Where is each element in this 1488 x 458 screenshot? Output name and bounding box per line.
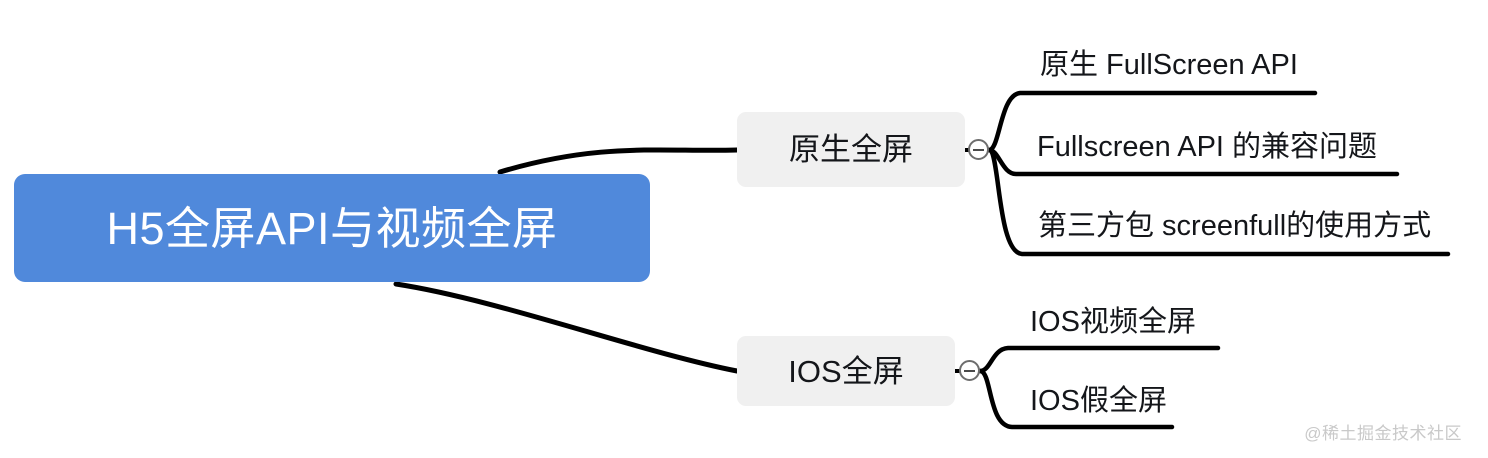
root-node[interactable]: H5全屏API与视频全屏 xyxy=(14,174,650,282)
connector-root-to-ios xyxy=(393,281,740,374)
root-node-label: H5全屏API与视频全屏 xyxy=(106,202,558,254)
connector-root-to-native xyxy=(497,147,740,175)
leaf-node-native-screenfull[interactable]: 第三方包 screenfull的使用方式 xyxy=(1038,210,1432,242)
leaf-node-native-compat[interactable]: Fullscreen API 的兼容问题 xyxy=(1037,131,1378,163)
watermark: @稀土掘金技术社区 xyxy=(1304,424,1462,443)
branch-node-native[interactable]: 原生全屏 xyxy=(737,112,965,187)
connector-ios-to-ios-video xyxy=(977,345,1221,374)
leaf-node-ios-video[interactable]: IOS视频全屏 xyxy=(1030,306,1196,338)
branch-node-ios-label: IOS全屏 xyxy=(788,353,904,389)
minus-circle-icon-native[interactable] xyxy=(968,139,989,160)
leaf-node-native-api[interactable]: 原生 FullScreen API xyxy=(1040,49,1298,81)
branch-node-native-label: 原生全屏 xyxy=(789,132,913,167)
leaf-node-ios-fake[interactable]: IOS假全屏 xyxy=(1030,385,1167,417)
branch-node-ios[interactable]: IOS全屏 xyxy=(737,336,955,406)
minus-circle-icon-ios[interactable] xyxy=(959,360,980,381)
